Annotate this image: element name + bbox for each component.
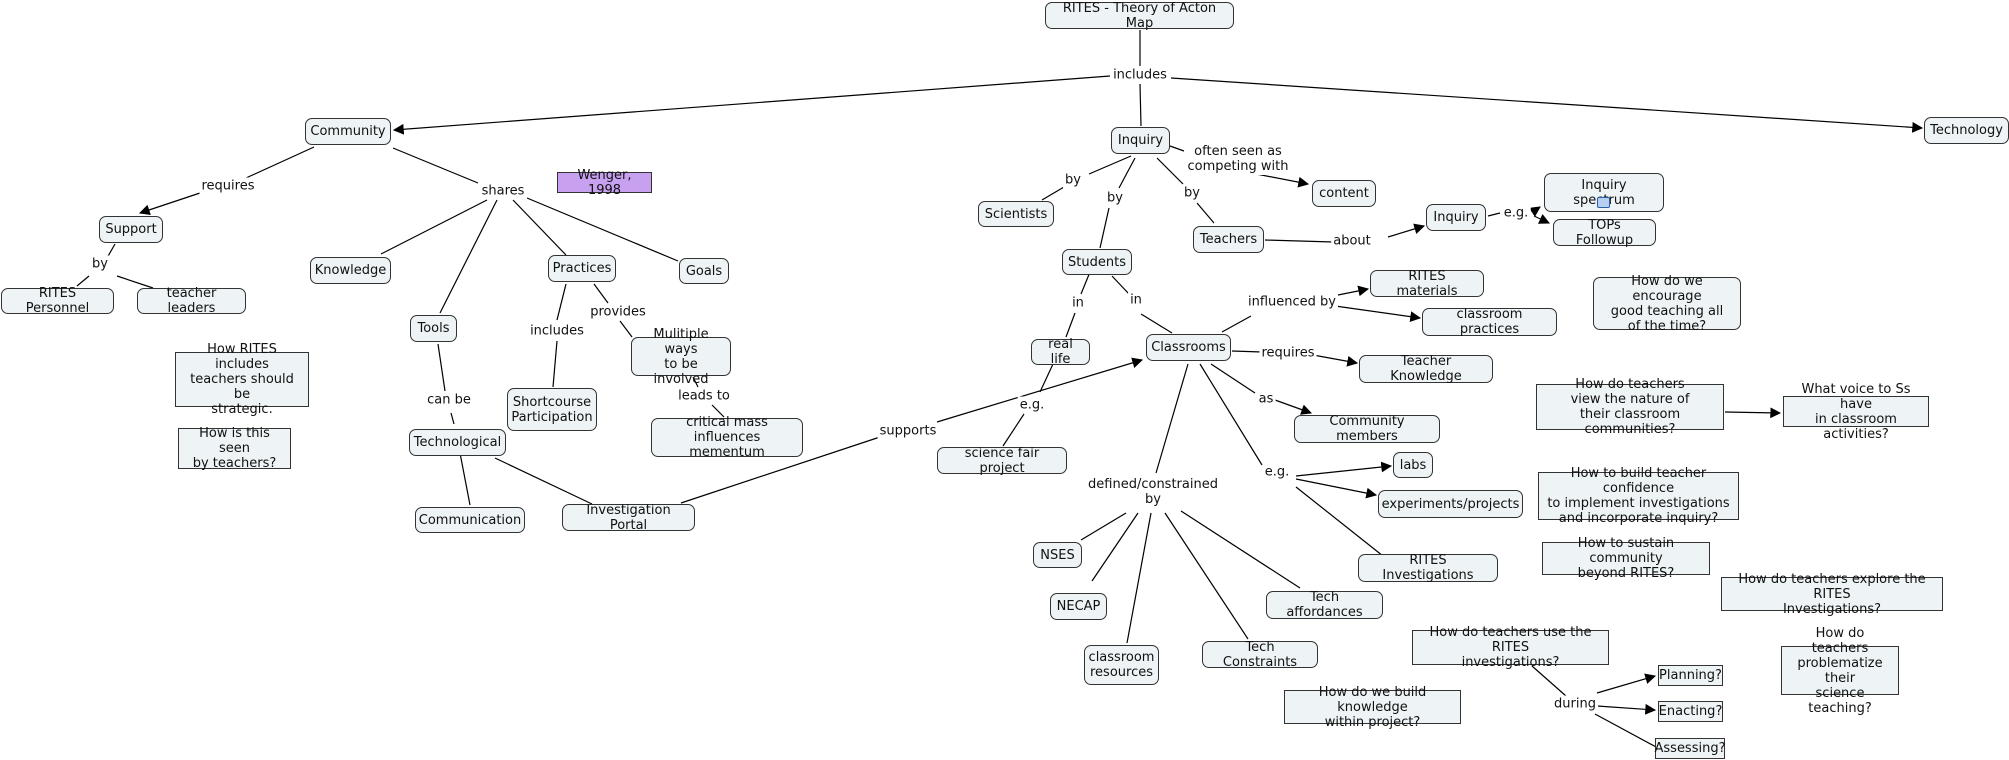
question-use-investigations[interactable]: How do teachers use the RITES investigat… (1412, 625, 1609, 670)
node-rites-investigations[interactable]: RITES Investigations (1358, 553, 1498, 583)
link-in-reallife: in (1070, 294, 1086, 312)
question-view-nature[interactable]: How do teachers view the nature of their… (1536, 377, 1724, 437)
node-students[interactable]: Students (1062, 249, 1132, 275)
node-labs[interactable]: labs (1393, 452, 1433, 478)
question-confidence[interactable]: How to build teacher confidence to imple… (1538, 466, 1739, 526)
link-eg-inquiry: e.g. (1501, 204, 1531, 222)
link-includes: includes (1111, 66, 1169, 84)
question-voice[interactable]: What voice to Ss have in classroom activ… (1783, 382, 1929, 442)
node-multiple-ways[interactable]: Mulitiple ways to be involved (631, 327, 731, 387)
link-by-teachers: by (1182, 184, 1202, 202)
node-tech-affordances[interactable]: Tech affordances (1266, 590, 1383, 620)
node-teachers[interactable]: Teachers (1193, 226, 1264, 253)
link-requires: requires (199, 177, 257, 195)
question-problematize[interactable]: How do teachers problematize their scien… (1781, 626, 1899, 716)
question-rites-includes[interactable]: How RITES includes teachers should be st… (175, 342, 309, 417)
link-about: about (1331, 232, 1373, 250)
link-by-scientists: by (1063, 171, 1083, 189)
link-eg-fair: e.g. (1017, 396, 1047, 414)
link-includes-2: includes (528, 322, 586, 340)
node-assessing[interactable]: Assessing? (1655, 738, 1726, 759)
node-experiments[interactable]: experiments/projects (1378, 490, 1523, 518)
node-tools[interactable]: Tools (410, 315, 457, 342)
link-provides: provides (588, 303, 648, 321)
node-teacher-leaders[interactable]: teacher leaders (137, 286, 246, 316)
question-build-knowledge[interactable]: How do we build knowledge within project… (1284, 685, 1461, 730)
node-science-fair[interactable]: science fair project (937, 446, 1067, 476)
node-knowledge[interactable]: Knowledge (310, 257, 391, 284)
link-can-be: can be (425, 391, 473, 409)
node-communication[interactable]: Communication (415, 507, 525, 533)
node-real-life[interactable]: real life (1031, 337, 1090, 367)
node-community[interactable]: Community (305, 118, 391, 145)
node-technological[interactable]: Technological (409, 429, 506, 456)
resource-icon[interactable] (1597, 197, 1610, 208)
node-technology[interactable]: Technology (1924, 117, 2009, 144)
node-rites-materials[interactable]: RITES materials (1370, 269, 1484, 299)
link-supports: supports (877, 422, 939, 440)
question-sustain[interactable]: How to sustain community beyond RITES? (1542, 536, 1710, 581)
link-leads-to: leads to (676, 387, 732, 405)
node-tech-constraints[interactable]: Tech Constraints (1202, 640, 1318, 670)
node-scientists[interactable]: Scientists (978, 201, 1054, 227)
node-tops-followup[interactable]: TOPs Followup (1553, 218, 1656, 248)
note-wenger[interactable]: Wenger, 1998 (557, 168, 652, 198)
link-shares: shares (479, 182, 527, 200)
node-content[interactable]: content (1312, 180, 1376, 207)
node-teacher-knowledge[interactable]: Teacher Knowledge (1359, 354, 1493, 384)
link-eg-labs: e.g. (1262, 463, 1292, 481)
node-nses[interactable]: NSES (1033, 542, 1082, 568)
link-in-classrooms: in (1128, 291, 1144, 309)
link-defined-constrained: defined/constrained by (1086, 476, 1220, 508)
root-node[interactable]: RITES - Theory of Acton Map (1045, 1, 1234, 31)
node-critical-mass[interactable]: critical mass influences mementum (651, 415, 803, 460)
link-requires-2: requires (1259, 344, 1317, 362)
node-practices[interactable]: Practices (548, 255, 616, 282)
link-during: during (1552, 695, 1598, 713)
node-classroom-practices[interactable]: classroom practices (1422, 307, 1557, 337)
question-explore[interactable]: How do teachers explore the RITES Invest… (1721, 572, 1943, 617)
link-often-seen-as: often seen as competing with (1185, 143, 1291, 175)
node-enacting[interactable]: Enacting? (1658, 701, 1723, 722)
link-as: as (1256, 390, 1276, 408)
node-investigation-portal[interactable]: Investigation Portal (562, 503, 695, 533)
node-inquiry-2[interactable]: Inquiry (1426, 204, 1486, 231)
question-seen-by-teachers[interactable]: How is this seen by teachers? (178, 426, 291, 471)
node-classroom-resources[interactable]: classroom resources (1084, 645, 1159, 685)
node-planning[interactable]: Planning? (1658, 665, 1723, 686)
node-rites-personnel[interactable]: RITES Personnel (1, 286, 114, 316)
node-community-members[interactable]: Community members (1294, 414, 1440, 444)
link-influenced-by: influenced by (1246, 293, 1338, 311)
node-classrooms[interactable]: Classrooms (1146, 334, 1231, 361)
node-shortcourse[interactable]: Shortcourse Participation (507, 388, 597, 431)
node-necap[interactable]: NECAP (1050, 593, 1107, 620)
node-support[interactable]: Support (99, 216, 163, 243)
question-encourage[interactable]: How do we encourage good teaching all of… (1593, 274, 1741, 334)
link-by: by (90, 255, 110, 273)
node-goals[interactable]: Goals (679, 258, 729, 284)
node-inquiry[interactable]: Inquiry (1111, 127, 1170, 154)
link-by-students: by (1105, 189, 1125, 207)
